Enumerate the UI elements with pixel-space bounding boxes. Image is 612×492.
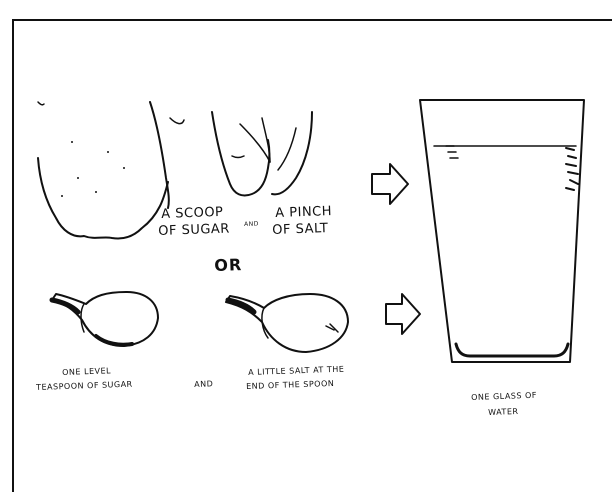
and-top-label: AND [244, 220, 259, 229]
top-arrow-icon [372, 164, 408, 204]
or-label: OR [214, 255, 243, 275]
pinch-label-line1: A PINCH [275, 204, 332, 221]
scoop-label-line1: A SCOOP [161, 205, 224, 222]
glass-of-water-icon [420, 100, 584, 362]
and-bottom-label: AND [194, 379, 213, 390]
bottom-arrow-icon [386, 294, 420, 334]
pinch-label-line2: OF SALT [272, 221, 329, 238]
pinching-fingers-icon [212, 112, 312, 196]
spoon-salt-icon [226, 294, 348, 352]
glass-label-line2: WATER [488, 407, 519, 418]
scoop-label-line2: OF SUGAR [158, 222, 230, 239]
teaspoon-label-line1: ONE LEVEL [62, 366, 111, 378]
teaspoon-sugar-icon [52, 292, 158, 346]
